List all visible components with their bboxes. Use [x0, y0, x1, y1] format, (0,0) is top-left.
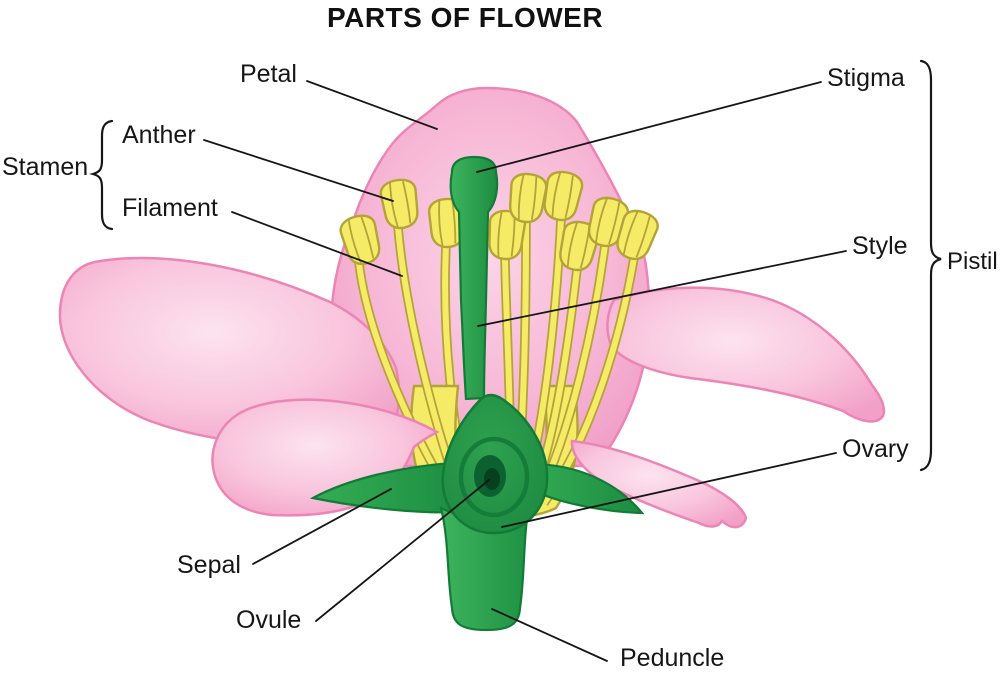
petal-upper-right-shape: [606, 286, 886, 423]
label-sepal: Sepal: [177, 551, 241, 579]
label-ovule: Ovule: [236, 606, 302, 634]
label-peduncle: Peduncle: [620, 644, 725, 672]
leader-line-stigma: [476, 81, 822, 173]
label-petal: Petal: [240, 60, 297, 88]
ovule-core: [484, 468, 500, 490]
leader-line-petal: [306, 80, 438, 130]
leader-line-peduncle: [491, 608, 608, 662]
stamen-brace: [89, 119, 114, 231]
label-style: Style: [852, 232, 908, 260]
label-stigma: Stigma: [827, 64, 905, 92]
leader-line-filament: [231, 211, 403, 277]
label-filament: Filament: [122, 194, 218, 222]
label-stamen: Stamen: [2, 153, 89, 181]
label-ovary: Ovary: [842, 435, 909, 463]
ovary-ring: [458, 436, 530, 518]
label-pistil: Pistil: [947, 248, 998, 275]
diagram-title: PARTS OF FLOWER: [327, 2, 604, 33]
leader-line-sepal: [252, 488, 392, 565]
stigma-style-shape: [449, 155, 499, 401]
leader-line-ovule: [315, 479, 490, 622]
leader-line-ovary: [501, 452, 837, 528]
leader-line-anther: [203, 139, 394, 202]
leader-lines-group: [203, 80, 847, 662]
pistil-brace: [919, 59, 942, 472]
label-anther: Anther: [122, 121, 196, 149]
leader-line-style: [477, 250, 847, 327]
